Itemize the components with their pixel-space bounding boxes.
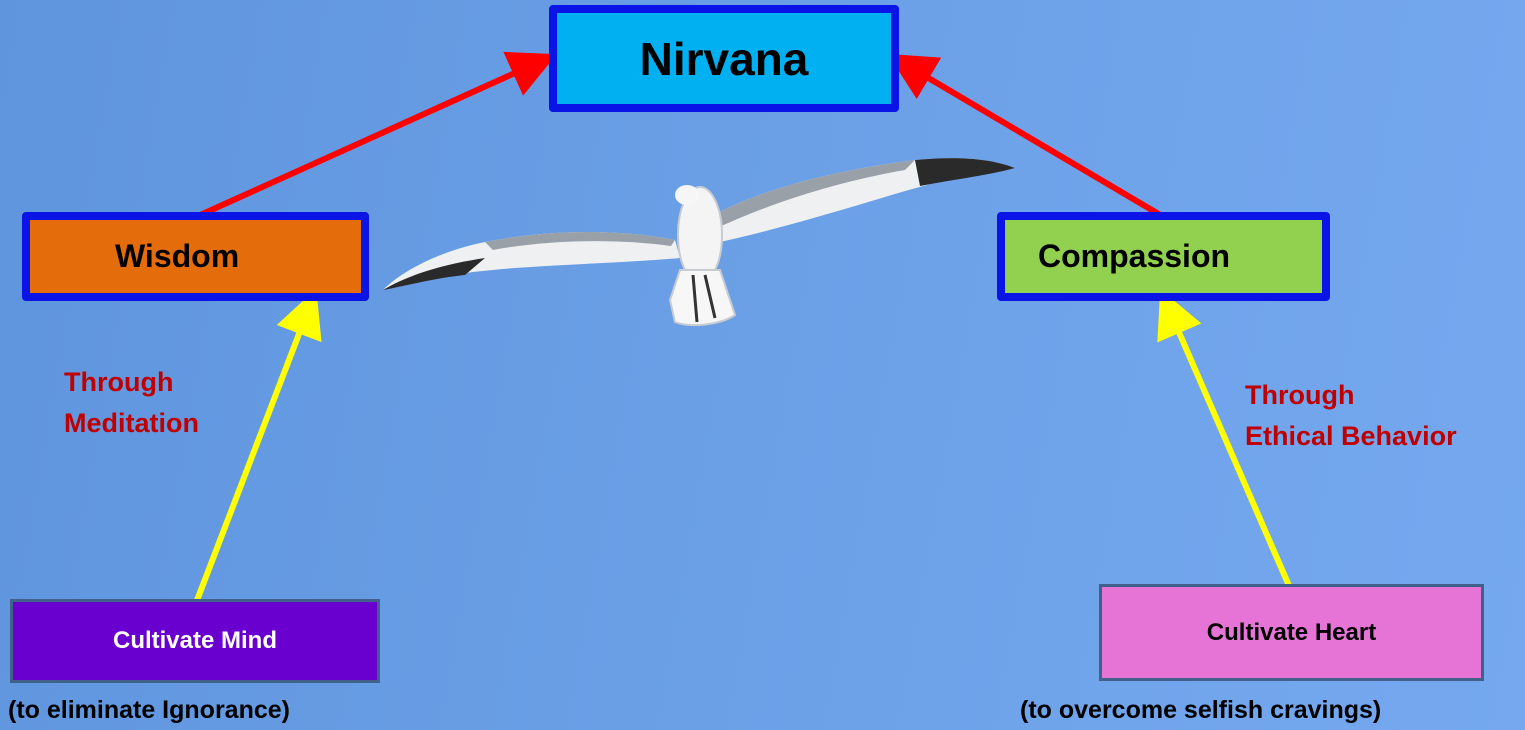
ethical-behavior-edge-label: Through Ethical Behavior: [1245, 375, 1457, 457]
ethical-label-line-1: Through: [1245, 380, 1355, 410]
cultivate-heart-node: Cultivate Heart: [1099, 584, 1484, 681]
nirvana-node: Nirvana: [549, 5, 899, 112]
nirvana-label: Nirvana: [639, 32, 809, 85]
ethical-label-line-2: Ethical Behavior: [1245, 421, 1457, 451]
cultivate-mind-label: Cultivate Mind: [112, 627, 277, 654]
arrow-wisdom-to-nirvana: [196, 51, 557, 219]
wisdom-label: Wisdom: [115, 238, 240, 274]
compassion-label: Compassion: [1038, 238, 1231, 274]
arrow-compassion-to-nirvana: [887, 53, 1164, 219]
arrow-mind-to-wisdom: [193, 288, 322, 605]
cultivate-mind-node: Cultivate Mind: [10, 599, 380, 683]
cultivate-heart-label: Cultivate Heart: [1206, 618, 1377, 646]
arrow-heart-to-compassion: [1157, 288, 1293, 590]
meditation-label-line-2: Meditation: [64, 408, 199, 438]
seagull-image: [383, 158, 1015, 327]
cultivate-mind-caption: (to eliminate Ignorance): [8, 696, 290, 724]
wisdom-node: Wisdom: [22, 212, 369, 301]
cultivate-heart-caption: (to overcome selfish cravings): [1020, 696, 1382, 724]
compassion-node: Compassion: [997, 212, 1330, 301]
meditation-label-line-1: Through: [64, 367, 174, 397]
meditation-edge-label: Through Meditation: [64, 362, 199, 444]
